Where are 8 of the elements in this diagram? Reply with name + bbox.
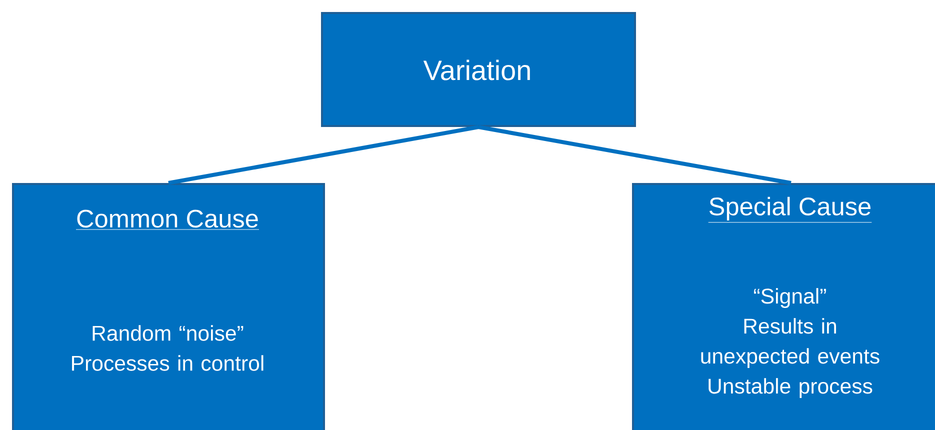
cause-box (632, 183, 935, 430)
cause-box (321, 12, 636, 127)
heading: Variation (423, 60, 530, 80)
body-text: Random “noise” Processes in control (72, 325, 264, 371)
heading: Special Cause (708, 196, 872, 223)
cause-box (12, 183, 325, 430)
body-text: “Signal” Results in unexpected events Unstable process (701, 288, 880, 398)
heading: Common Cause (76, 210, 260, 230)
